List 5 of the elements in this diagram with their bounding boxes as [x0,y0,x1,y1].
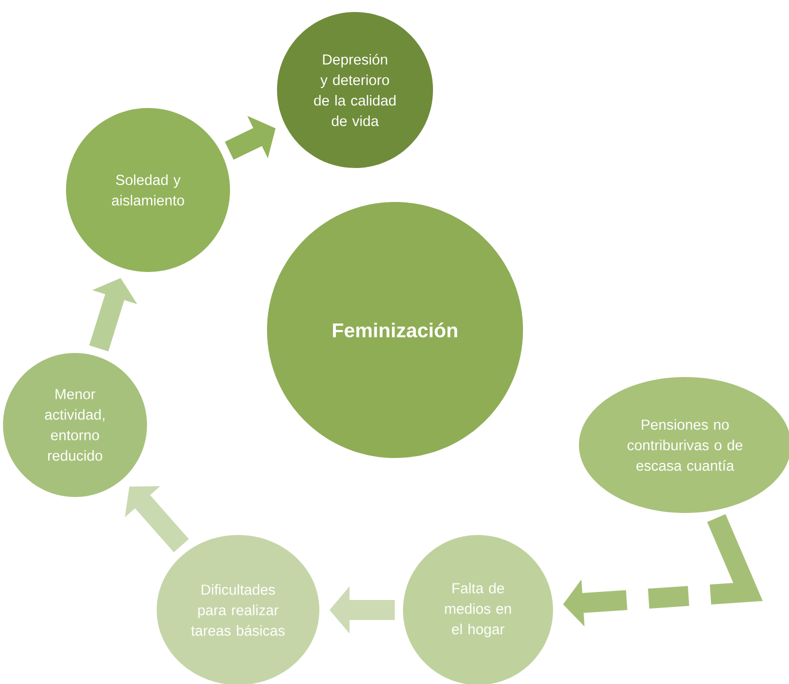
circle-node: Menor actividad, entorno reducido [3,352,147,497]
circle-node: Soledad y aislamiento [66,108,230,272]
circle-node: Feminización [267,202,523,458]
circle-node: Depresión y deterioro de la calidad de vida [277,12,433,168]
block-arrow [124,486,189,552]
